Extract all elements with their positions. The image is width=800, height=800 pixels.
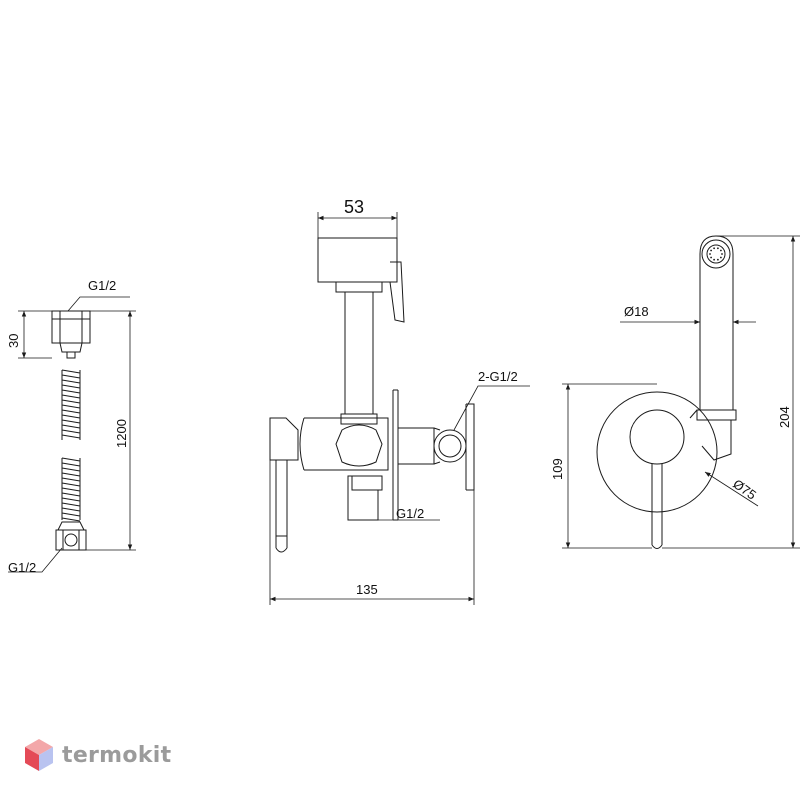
- nozzle-dot: [710, 249, 712, 252]
- nozzle-dot: [721, 253, 723, 255]
- nozzle-dot: [713, 247, 715, 250]
- spray-nozzles: [709, 247, 723, 261]
- nozzle-dot: [709, 253, 711, 255]
- lever-height-label: 109: [550, 458, 565, 480]
- head-width-label: 53: [344, 197, 364, 217]
- front-view: 53 2-G1/2 G1/2 135: [269, 197, 530, 605]
- hose-coil-upper: [61, 369, 81, 440]
- nozzle-dot: [717, 247, 719, 250]
- nozzle-dot: [717, 258, 719, 261]
- coil-winding: [61, 457, 81, 522]
- nozzle-dot: [720, 249, 722, 252]
- outlet-thread-label: 2-G1/2: [478, 369, 518, 384]
- coil-winding: [61, 369, 81, 440]
- cube-icon: [25, 739, 53, 771]
- nozzle-dot: [720, 256, 722, 259]
- top-thread-label: G1/2: [88, 278, 116, 293]
- nozzle-dot: [710, 256, 712, 259]
- hose-length-label: 1200: [114, 419, 129, 448]
- inlet-thread-label: G1/2: [396, 506, 424, 521]
- plate-diameter-label: Ø75: [730, 476, 759, 502]
- total-width-label: 135: [356, 582, 378, 597]
- hose-coil-lower: [61, 457, 81, 522]
- handle-diameter-label: Ø18: [624, 304, 649, 319]
- brand-logo: termokit: [24, 737, 171, 773]
- hose-view: 30 1200 G1/2 G1/2: [6, 278, 136, 575]
- nozzle-dot: [713, 258, 715, 261]
- fitting-length-label: 30: [6, 334, 21, 348]
- side-view: Ø18 Ø75 109 204: [550, 235, 800, 549]
- brand-name: termokit: [62, 742, 172, 768]
- bottom-thread-label: G1/2: [8, 560, 36, 575]
- total-height-label: 204: [777, 406, 792, 428]
